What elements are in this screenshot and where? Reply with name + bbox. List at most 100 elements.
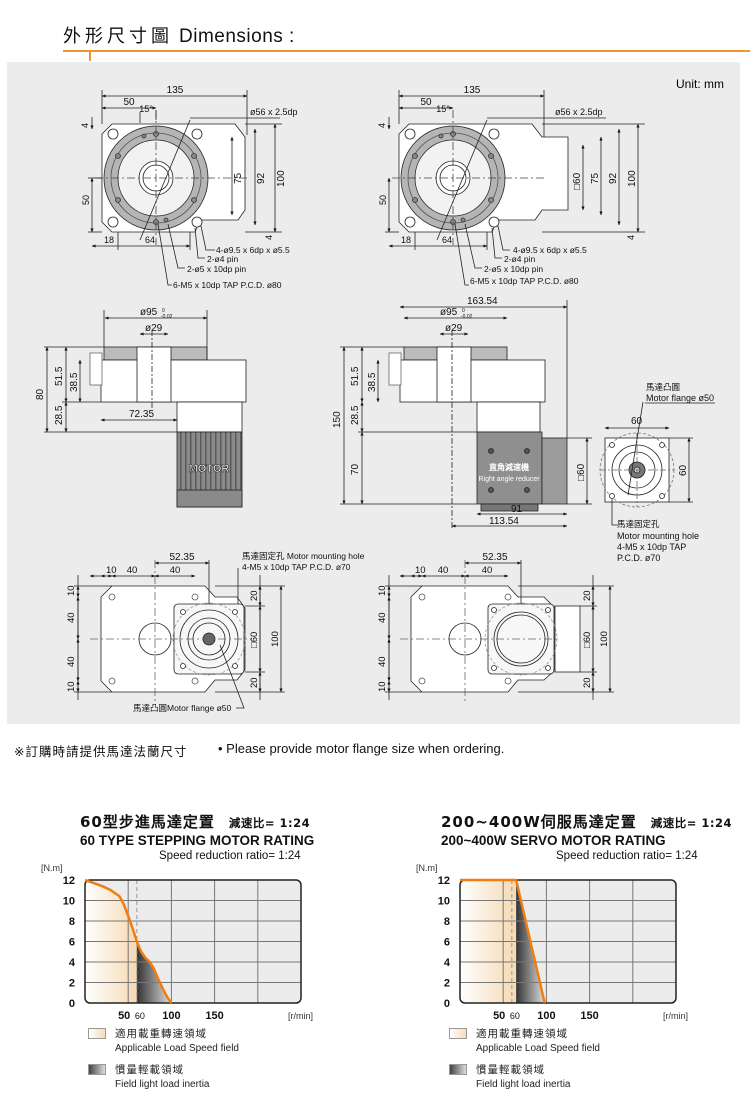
svg-text:38.5: 38.5	[69, 372, 80, 392]
svg-text:20: 20	[249, 590, 260, 601]
svg-text:40: 40	[170, 565, 181, 576]
y-tick-label: 8	[69, 916, 75, 928]
svg-text:20: 20	[582, 590, 593, 601]
plot-frame	[459, 879, 677, 1004]
svg-text:ø95: ø95	[140, 307, 158, 318]
svg-text:4: 4	[377, 123, 387, 128]
svg-text:4-ø9.5 x 6dp x ø5.5: 4-ø9.5 x 6dp x ø5.5	[216, 245, 290, 255]
y-tick-label: 8	[444, 916, 450, 928]
x-tick-label: 50	[118, 1010, 130, 1022]
svg-text:0: 0	[462, 308, 465, 314]
svg-text:64: 64	[145, 235, 155, 245]
svg-text:60: 60	[631, 416, 643, 427]
rated-torque-line	[84, 878, 173, 1004]
motor-flange-view	[599, 401, 715, 526]
svg-text:38.5: 38.5	[367, 372, 378, 392]
svg-text:113.54: 113.54	[489, 516, 519, 527]
title-en: Dimensions :	[179, 26, 295, 47]
light-load-inertia-region	[516, 880, 545, 1003]
svg-text:ø56 x 2.5dp: ø56 x 2.5dp	[250, 107, 298, 117]
y-tick-label: 4	[444, 957, 451, 969]
side-view-1	[44, 310, 247, 508]
chart-1-subtitle: Speed reduction ratio= 1:24	[159, 850, 301, 862]
x-axis-label: [r/min]	[663, 1011, 688, 1021]
svg-text:馬達固定孔: 馬達固定孔	[617, 519, 660, 529]
side-view-1-labels: ø95 0 -0.02 ø29 80 51.5 28.5 38.5 72.35 …	[35, 307, 230, 475]
svg-text:10: 10	[66, 585, 77, 596]
y-tick-label: 10	[63, 896, 75, 908]
svg-text:18: 18	[104, 235, 114, 245]
svg-text:□60: □60	[249, 632, 260, 648]
svg-text:2-ø4 pin: 2-ø4 pin	[504, 254, 535, 264]
chart-1-title-en: 60 TYPE STEPPING MOTOR RATING	[80, 833, 315, 848]
reducer-label-zh: 直角減速機	[489, 462, 529, 472]
side-view-2-labels: 163.54 ø95 0 -0.02 ø29 150 51.5 38.5 28.…	[332, 296, 587, 527]
y-tick-label: 4	[69, 957, 76, 969]
top-view-1-labels: 135 50 15° ø56 x 2.5dp 4 50 75 92 100 4 …	[80, 85, 298, 290]
plot-frame	[84, 879, 302, 1004]
svg-text:40: 40	[127, 565, 138, 576]
top-view-2	[385, 90, 645, 286]
inertia-swatch	[449, 1064, 467, 1075]
svg-text:4: 4	[264, 235, 274, 240]
bottom-view-1	[74, 560, 285, 709]
unit-label: Unit: mm	[676, 77, 724, 91]
x-tick-label: 100	[162, 1010, 180, 1022]
svg-text:135: 135	[464, 85, 481, 96]
svg-text:10: 10	[415, 565, 426, 576]
top-view-2-labels: 135 50 15° ø56 x 2.5dp 4 50 □60 75 92 10…	[377, 85, 638, 286]
svg-text:72.35: 72.35	[129, 409, 154, 420]
svg-text:80: 80	[35, 388, 46, 400]
svg-text:91: 91	[511, 504, 523, 515]
svg-text:150: 150	[332, 411, 343, 428]
chart-2-title-en: 200~400W SERVO MOTOR RATING	[441, 833, 666, 848]
svg-text:-0.02: -0.02	[461, 314, 473, 320]
svg-text:40: 40	[377, 612, 388, 623]
svg-text:馬達凸圓Motor flange ø50: 馬達凸圓Motor flange ø50	[133, 703, 232, 713]
bottom-view-1-labels: 52.35 10 40 40 10 40 40 10 20 □60 20 100…	[66, 551, 365, 713]
svg-text:ø29: ø29	[145, 323, 163, 334]
svg-text:92: 92	[256, 172, 267, 184]
title-tick	[89, 50, 91, 61]
svg-text:100: 100	[270, 631, 281, 647]
svg-text:28.5: 28.5	[54, 405, 65, 425]
svg-text:50: 50	[81, 195, 91, 205]
order-note-zh: ※訂購時請提供馬達法蘭尺寸	[14, 744, 188, 759]
svg-text:6-M5 x 10dp TAP P.C.D. ø80: 6-M5 x 10dp TAP P.C.D. ø80	[470, 276, 579, 286]
svg-text:40: 40	[482, 565, 493, 576]
svg-text:2-ø4 pin: 2-ø4 pin	[207, 254, 238, 264]
svg-text:ø56 x 2.5dp: ø56 x 2.5dp	[555, 107, 603, 117]
x-tick-label: 60	[135, 1011, 145, 1021]
rated-torque-line	[460, 878, 546, 1004]
svg-text:10: 10	[377, 681, 388, 692]
svg-text:51.5: 51.5	[54, 366, 65, 386]
svg-text:60: 60	[678, 464, 689, 476]
svg-text:4: 4	[80, 123, 90, 128]
svg-text:18: 18	[401, 235, 411, 245]
svg-text:100: 100	[276, 170, 287, 187]
svg-text:50: 50	[378, 195, 388, 205]
svg-text:40: 40	[66, 656, 77, 667]
y-tick-label: 2	[444, 978, 450, 990]
svg-text:0: 0	[162, 308, 165, 314]
svg-text:4-M5 x 10dp TAP P.C.D. ø70: 4-M5 x 10dp TAP P.C.D. ø70	[242, 562, 351, 572]
x-tick-label: 150	[205, 1010, 223, 1022]
reducer-label-en: Right angle reducer	[478, 476, 540, 483]
svg-text:10: 10	[377, 585, 388, 596]
svg-text:□60: □60	[572, 172, 583, 190]
svg-text:100: 100	[627, 170, 638, 187]
y-tick-label: 6	[444, 937, 450, 949]
svg-text:135: 135	[167, 85, 184, 96]
side-view-2	[340, 300, 592, 530]
x-tick-label: 60	[510, 1011, 520, 1021]
svg-text:15°: 15°	[139, 104, 153, 114]
svg-text:馬達凸圓: 馬達凸圓	[646, 382, 680, 392]
chart-2-title-zh: 200~400W伺服馬達定置減速比= 1:24	[441, 813, 732, 831]
